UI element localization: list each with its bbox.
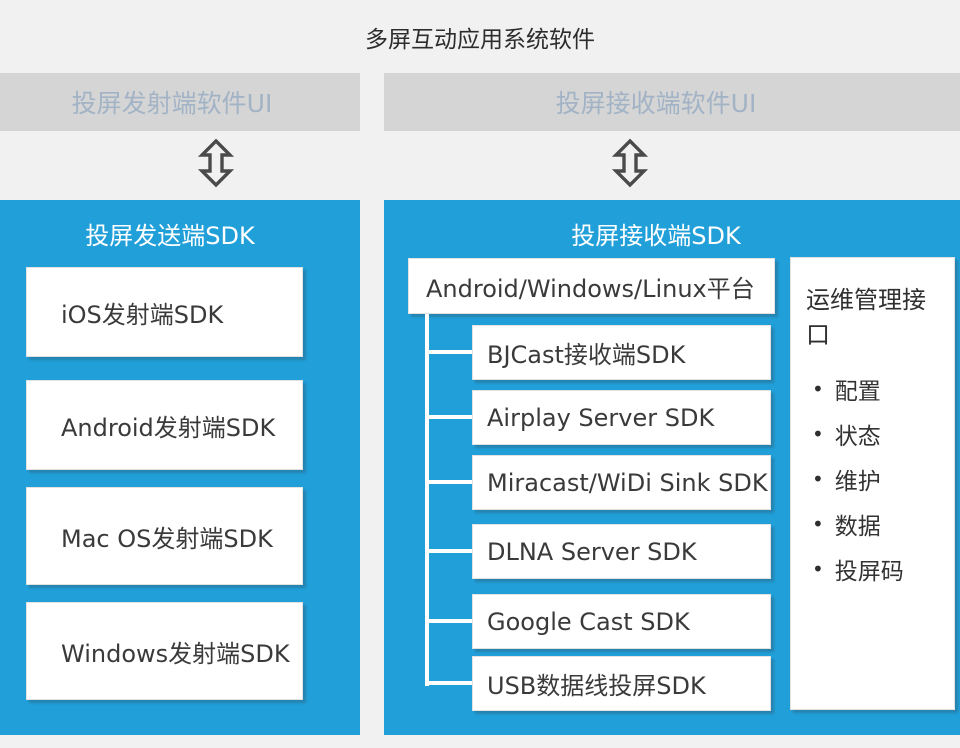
sender-ui-bar: 投屏发射端软件UI [0, 73, 360, 131]
diagram-title: 多屏互动应用系统软件 [365, 27, 595, 53]
sender-sdk-item-label: iOS发射端SDK [61, 300, 224, 329]
ops-list-item: • 状态 [812, 411, 946, 456]
receiver-sdk-item-googlecast: Google Cast SDK [472, 594, 771, 649]
receiver-sdk-item-label: Miracast/WiDi Sink SDK [487, 468, 768, 497]
sender-sdk-item-android: Android发射端SDK [26, 380, 303, 470]
receiver-sdk-item-label: USB数据线投屏SDK [487, 672, 706, 700]
ops-list-item-label: 状态 [834, 423, 881, 450]
sender-sdk-item-macos: Mac OS发射端SDK [26, 487, 303, 585]
receiver-sdk-item-miracast: Miracast/WiDi Sink SDK [472, 455, 771, 510]
sender-sdk-item-label: Mac OS发射端SDK [61, 524, 273, 553]
sender-sdk-panel-title: 投屏发送端SDK [85, 222, 255, 250]
bullet-icon: • [812, 556, 824, 581]
ops-list-item-label: 投屏码 [834, 558, 904, 585]
bullet-icon: • [812, 466, 824, 491]
sender-sdk-item-label: Windows发射端SDK [61, 639, 290, 668]
double-vertical-arrow-icon [611, 138, 649, 188]
double-vertical-arrow-icon [197, 138, 235, 188]
ops-list-item: • 配置 [812, 366, 946, 411]
receiver-sdk-item-label: DLNA Server SDK [487, 537, 697, 566]
tree-branch-line [427, 480, 472, 484]
tree-trunk-line [425, 314, 429, 686]
bullet-icon: • [812, 421, 824, 446]
ops-interface-list: • 配置 • 状态 • 维护 • 数据 • 投屏码 [806, 366, 946, 591]
tree-branch-line [427, 415, 472, 419]
sender-sdk-item-ios: iOS发射端SDK [26, 267, 303, 357]
receiver-sdk-item-label: BJCast接收端SDK [487, 341, 686, 369]
tree-branch-line [427, 619, 472, 623]
tree-branch-line [427, 350, 472, 354]
platform-box-label: Android/Windows/Linux平台 [426, 274, 755, 303]
sender-sdk-item-label: Android发射端SDK [61, 413, 276, 442]
ops-interface-box: 运维管理接口 • 配置 • 状态 • 维护 • 数据 [790, 257, 955, 710]
ops-list-item: • 投屏码 [812, 546, 946, 591]
sender-sdk-item-windows: Windows发射端SDK [26, 602, 303, 700]
receiver-sdk-panel-title: 投屏接收端SDK [571, 222, 741, 250]
ops-list-item-label: 配置 [834, 378, 881, 405]
ops-interface-title: 运维管理接口 [806, 286, 926, 349]
ops-list-item-label: 数据 [834, 513, 881, 540]
sender-ui-bar-label: 投屏发射端软件UI [71, 89, 273, 118]
receiver-sdk-item-bjcast: BJCast接收端SDK [472, 325, 771, 380]
bullet-icon: • [812, 376, 824, 401]
receiver-ui-bar: 投屏接收端软件UI [384, 73, 960, 131]
receiver-sdk-item-usb: USB数据线投屏SDK [472, 656, 771, 711]
tree-branch-line [427, 549, 472, 553]
ops-list-item-label: 维护 [834, 468, 881, 495]
ops-list-item: • 数据 [812, 501, 946, 546]
ops-list-item: • 维护 [812, 456, 946, 501]
receiver-sdk-item-dlna: DLNA Server SDK [472, 524, 771, 579]
sender-sdk-panel: 投屏发送端SDK iOS发射端SDK Android发射端SDK Mac OS发… [0, 200, 360, 735]
receiver-sdk-item-label: Airplay Server SDK [487, 403, 715, 432]
platform-box: Android/Windows/Linux平台 [408, 258, 775, 314]
bullet-icon: • [812, 511, 824, 536]
receiver-sdk-panel: 投屏接收端SDK Android/Windows/Linux平台 BJCast接… [384, 200, 960, 735]
receiver-sdk-item-label: Google Cast SDK [487, 607, 690, 636]
tree-branch-line [427, 681, 472, 685]
receiver-ui-bar-label: 投屏接收端软件UI [555, 89, 757, 118]
receiver-sdk-item-airplay: Airplay Server SDK [472, 390, 771, 445]
